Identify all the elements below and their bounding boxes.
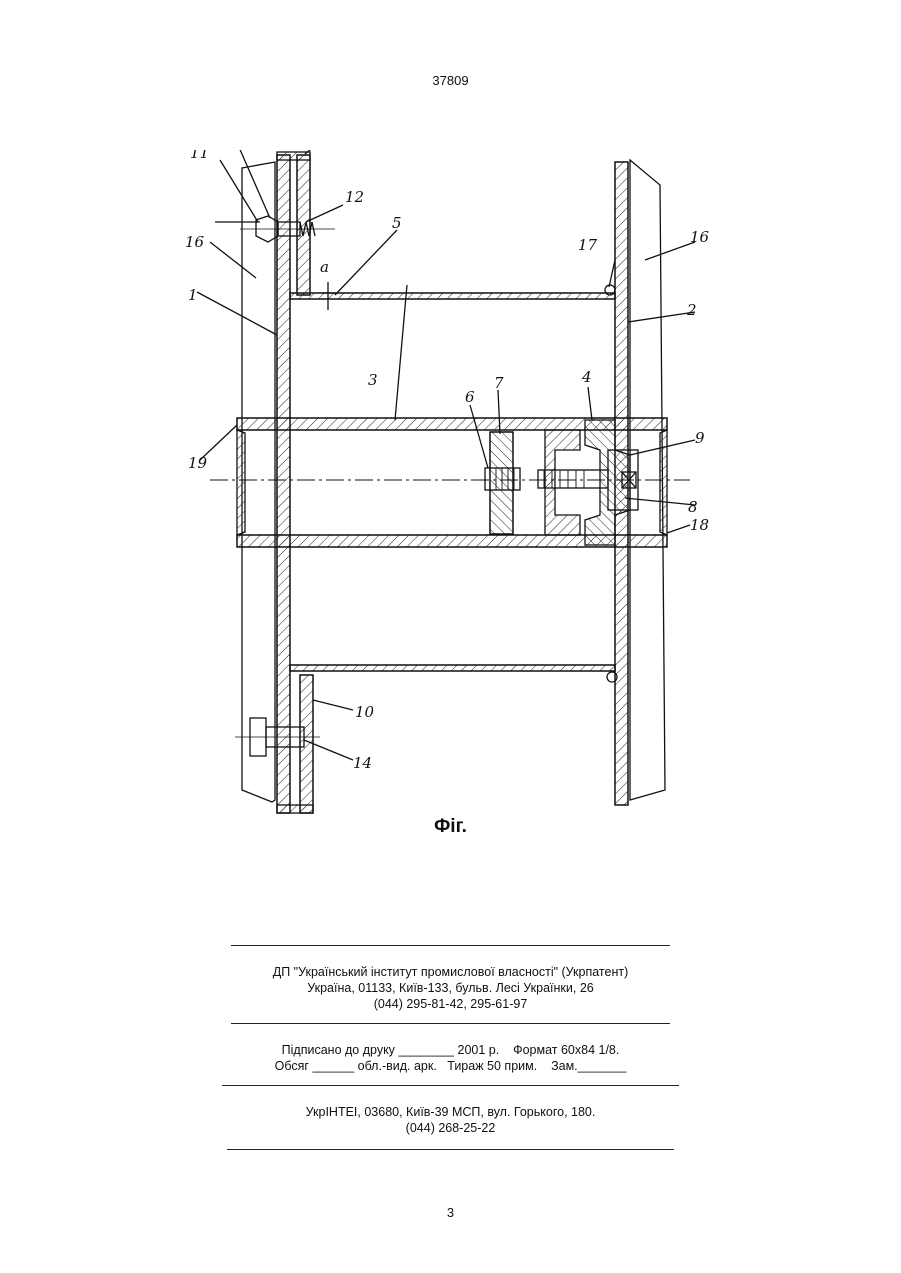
label-4: 4 [581, 368, 592, 386]
label-16-left: 16 [185, 233, 205, 251]
publisher-line: ДП "Український інститут промислової вла… [0, 964, 901, 980]
label-17: 17 [578, 236, 598, 254]
label-16-right: 16 [690, 228, 710, 246]
divider [227, 1149, 674, 1150]
plug-7 [490, 432, 513, 534]
label-2: 2 [686, 301, 697, 319]
label-12: 12 [345, 188, 364, 206]
left-flange [277, 155, 290, 813]
print-line: Підписано до друку ________ 2001 р. Форм… [0, 1042, 901, 1058]
figure-caption: Фіг. [0, 816, 901, 838]
label-7: 7 [494, 374, 504, 392]
printer-line: (044) 268-25-22 [0, 1120, 901, 1136]
bracket-15 [297, 155, 310, 295]
printer-line: УкрІНТЕІ, 03680, Київ-39 МСП, вул. Горьк… [0, 1104, 901, 1120]
label-a: a [320, 258, 329, 276]
print-info-block: Підписано до друку ________ 2001 р. Форм… [0, 1042, 901, 1074]
bracket-10 [300, 675, 313, 813]
label-8: 8 [688, 498, 698, 516]
patent-number: 37809 [0, 73, 901, 88]
label-5: 5 [392, 214, 402, 232]
divider [231, 945, 670, 946]
drum-top [290, 293, 615, 299]
label-1: 1 [188, 286, 198, 304]
page-number: 3 [0, 1205, 901, 1220]
publisher-block: ДП "Український інститут промислової вла… [0, 964, 901, 1012]
left-outer-plate [242, 162, 275, 802]
technical-drawing: 13 11 16 1 15 12 5 a 3 6 7 4 17 16 2 9 8… [160, 150, 740, 820]
print-line: Обсяг ______ обл.-вид. арк. Тираж 50 при… [0, 1058, 901, 1074]
divider [231, 1023, 670, 1024]
label-9: 9 [695, 429, 705, 447]
label-3: 3 [368, 371, 378, 389]
label-14: 14 [353, 754, 372, 772]
label-18: 18 [690, 516, 709, 534]
drum-bottom [290, 665, 615, 671]
divider [222, 1085, 679, 1086]
printer-block: УкрІНТЕІ, 03680, Київ-39 МСП, вул. Горьк… [0, 1104, 901, 1136]
label-6: 6 [465, 388, 475, 406]
label-11: 11 [190, 150, 209, 162]
publisher-line: (044) 295-81-42, 295-61-97 [0, 996, 901, 1012]
label-10: 10 [355, 703, 375, 721]
publisher-line: Україна, 01133, Київ-133, бульв. Лесі Ук… [0, 980, 901, 996]
label-19: 19 [188, 454, 208, 472]
